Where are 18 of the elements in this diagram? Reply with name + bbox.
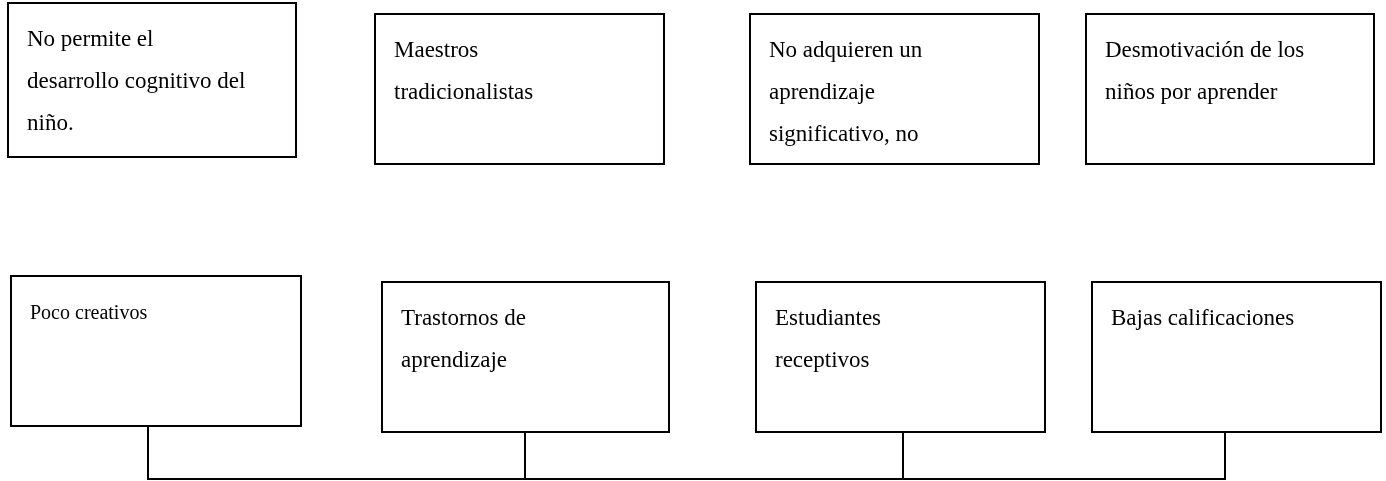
box-text: Trastornos de aprendizaje [401, 304, 528, 374]
text-box [10, 275, 302, 427]
box-text: No adquieren un aprendizaje significativo, no [769, 36, 924, 148]
box-text: Poco creativos [30, 300, 149, 325]
box-text: Bajas calificaciones [1111, 304, 1296, 332]
connector-line [902, 432, 1226, 480]
text-box [1085, 13, 1375, 165]
connector-line [147, 426, 526, 480]
text-box [1091, 281, 1382, 433]
box-text: Estudiantes receptivos [775, 304, 883, 374]
box-text: Maestros tradicionalistas [394, 36, 535, 106]
text-box [749, 13, 1040, 165]
box-text: No permite el desarrollo cognitivo del niño. [27, 25, 247, 137]
text-box [7, 2, 297, 158]
text-box [381, 281, 670, 433]
text-box [755, 281, 1046, 433]
text-box [374, 13, 665, 165]
box-text: Desmotivación de los niños por aprender [1105, 36, 1306, 106]
